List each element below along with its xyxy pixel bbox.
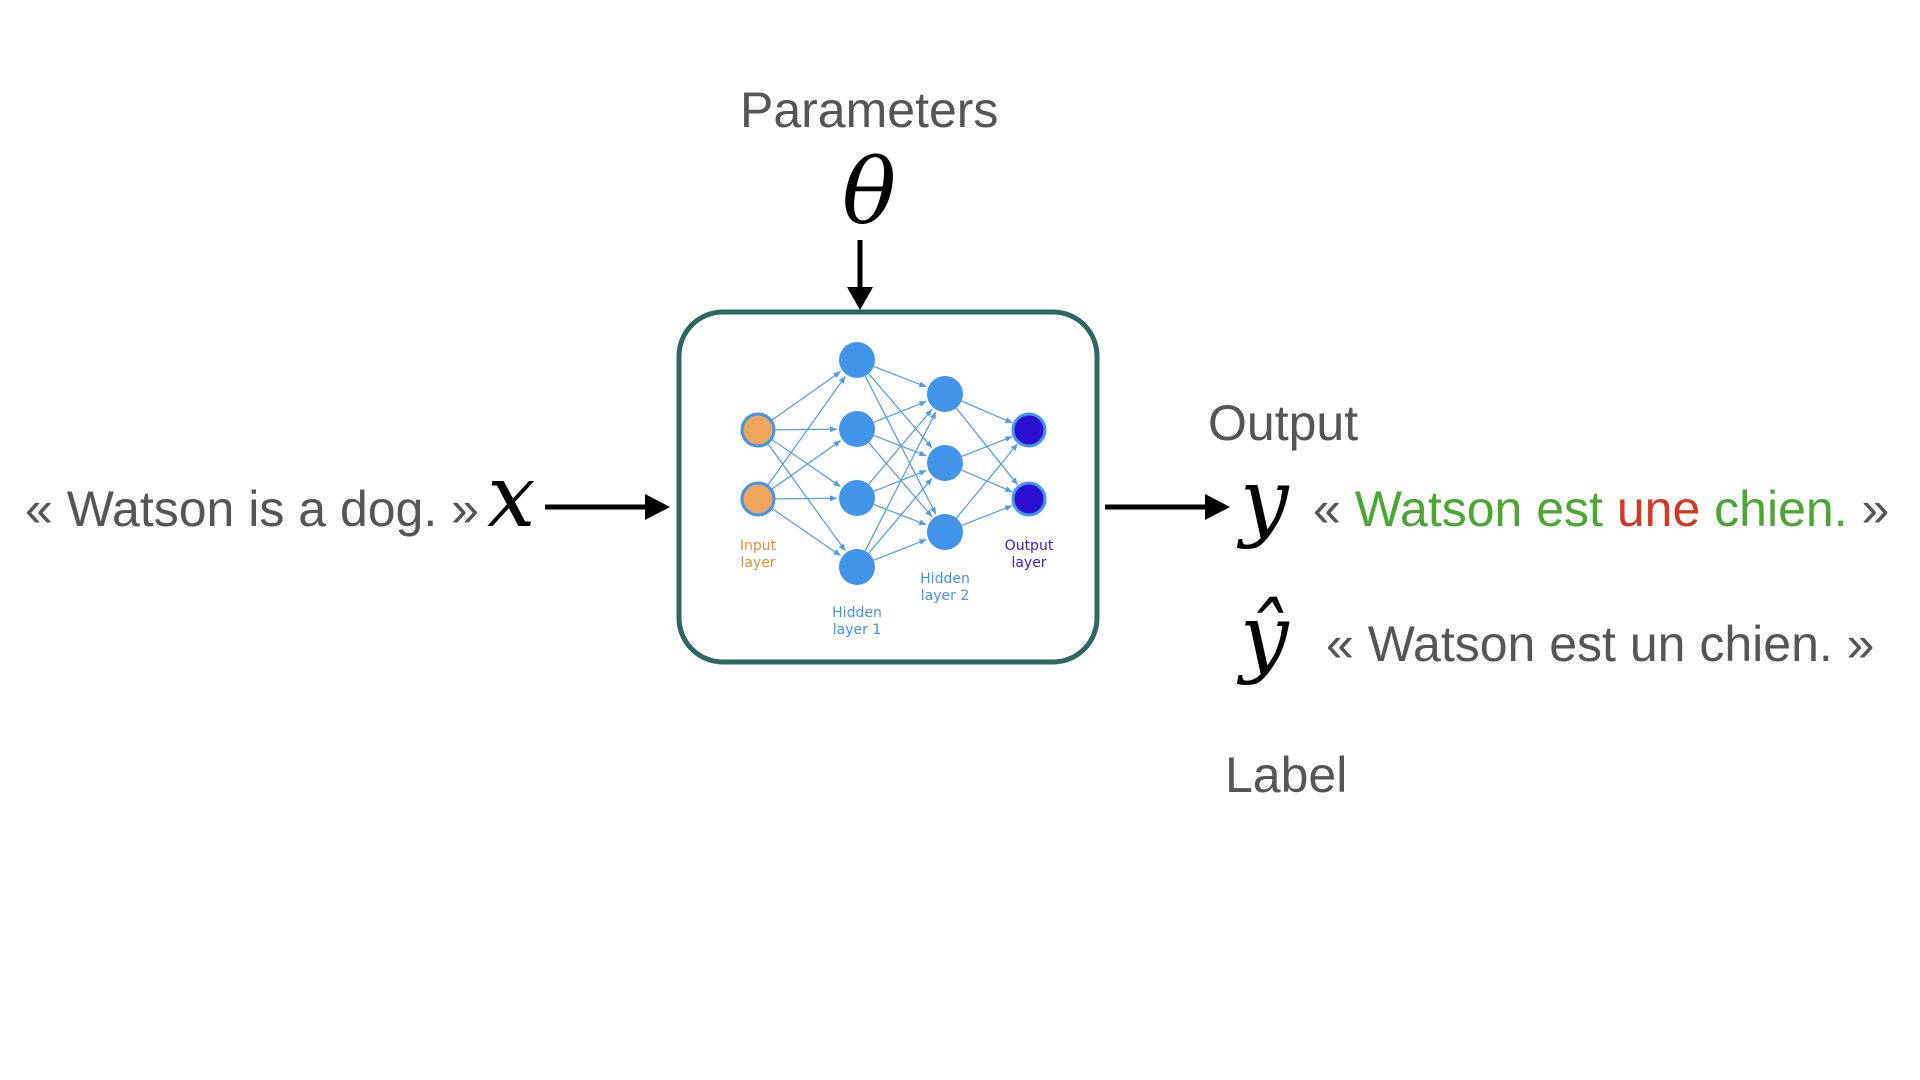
edge-hidden1-0-hidden2-1: [868, 373, 933, 449]
edge-input-0-hidden1-1: [773, 426, 838, 433]
edge-hidden1-2-hidden2-2: [873, 503, 927, 526]
edge-hidden1-1-hidden2-0: [873, 400, 927, 423]
input-layer-label-line2: layer: [740, 555, 775, 571]
edge-hidden1-2-hidden2-1: [873, 469, 927, 492]
output-text-wrong-word: une: [1616, 481, 1701, 537]
output-text-part3: chien.: [1700, 481, 1848, 537]
edge-hidden2-2-output-1: [961, 505, 1013, 526]
hidden2-node-0: [927, 376, 963, 412]
edge-input-1-hidden1-0: [766, 375, 846, 487]
edge-hidden1-2-hidden2-0: [868, 408, 933, 485]
model-box: [676, 309, 1100, 665]
edge-hidden1-1-hidden2-2: [868, 442, 933, 518]
edge-hidden1-3-hidden2-2: [873, 538, 927, 561]
input-arrowhead: [645, 494, 670, 520]
output-text-part1: Watson est: [1354, 481, 1617, 537]
parameters-label: Parameters: [740, 82, 999, 138]
hidden-layer-2-label-line2: layer 2: [921, 588, 969, 604]
input-layer-label-line1: Input: [740, 538, 777, 554]
output-label: Output: [1208, 395, 1359, 451]
output-layer-label-line1: Output: [1005, 538, 1054, 554]
hidden1-node-1: [839, 411, 875, 447]
output-layer-label-line2: layer: [1011, 555, 1046, 571]
label-text: Label: [1225, 747, 1348, 803]
edge-hidden1-0-hidden2-0: [873, 365, 927, 388]
edge-input-1-hidden1-3: [770, 507, 841, 557]
edge-hidden2-1-output-0: [961, 436, 1013, 457]
edge-hidden1-1-hidden2-1: [873, 434, 927, 457]
edge-input-0-hidden1-2: [770, 438, 841, 488]
edge-hidden1-3-hidden2-1: [868, 477, 933, 554]
input-sentence: « Watson is a dog. »: [25, 481, 479, 537]
edge-input-0-hidden1-0: [770, 371, 842, 422]
hidden-layer-1-label-line2: layer 1: [833, 622, 881, 638]
hidden1-node-3: [839, 549, 875, 585]
hidden2-node-2: [927, 514, 963, 550]
output-quote-open: «: [1313, 481, 1355, 537]
theta-symbol: θ: [842, 140, 897, 245]
output-arrowhead: [1205, 494, 1230, 520]
output-quote-close: »: [1847, 481, 1890, 537]
output-sentence: « Watson est une chien. »: [1313, 484, 1889, 534]
x-symbol: x: [487, 447, 536, 547]
output-node-1: [1011, 481, 1047, 517]
hidden1-node-0: [839, 342, 875, 378]
edge-hidden2-2-output-0: [955, 443, 1019, 519]
label-sentence: « Watson est un chien. »: [1326, 616, 1875, 672]
edge-input-0-hidden1-3: [766, 442, 846, 552]
network-nodes: [740, 342, 1047, 585]
input-node-0: [740, 412, 776, 448]
network-edges: [766, 365, 1019, 561]
hidden-layer-1-label-line1: Hidden: [832, 605, 882, 621]
hidden2-node-1: [927, 445, 963, 481]
hidden1-node-2: [839, 480, 875, 516]
edge-hidden1-3-hidden2-0: [864, 411, 937, 552]
edge-hidden1-0-hidden2-2: [864, 375, 937, 515]
edge-input-1-hidden1-1: [770, 440, 842, 491]
y-hat-symbol: ŷ: [1240, 587, 1289, 687]
theta-arrowhead: [847, 287, 873, 310]
y-symbol: y: [1240, 451, 1289, 551]
hidden-layer-2-label-line1: Hidden: [920, 571, 970, 587]
input-node-1: [740, 481, 776, 517]
output-node-0: [1011, 412, 1047, 448]
edge-input-1-hidden1-2: [773, 495, 838, 502]
edge-hidden2-0-output-0: [961, 400, 1013, 424]
